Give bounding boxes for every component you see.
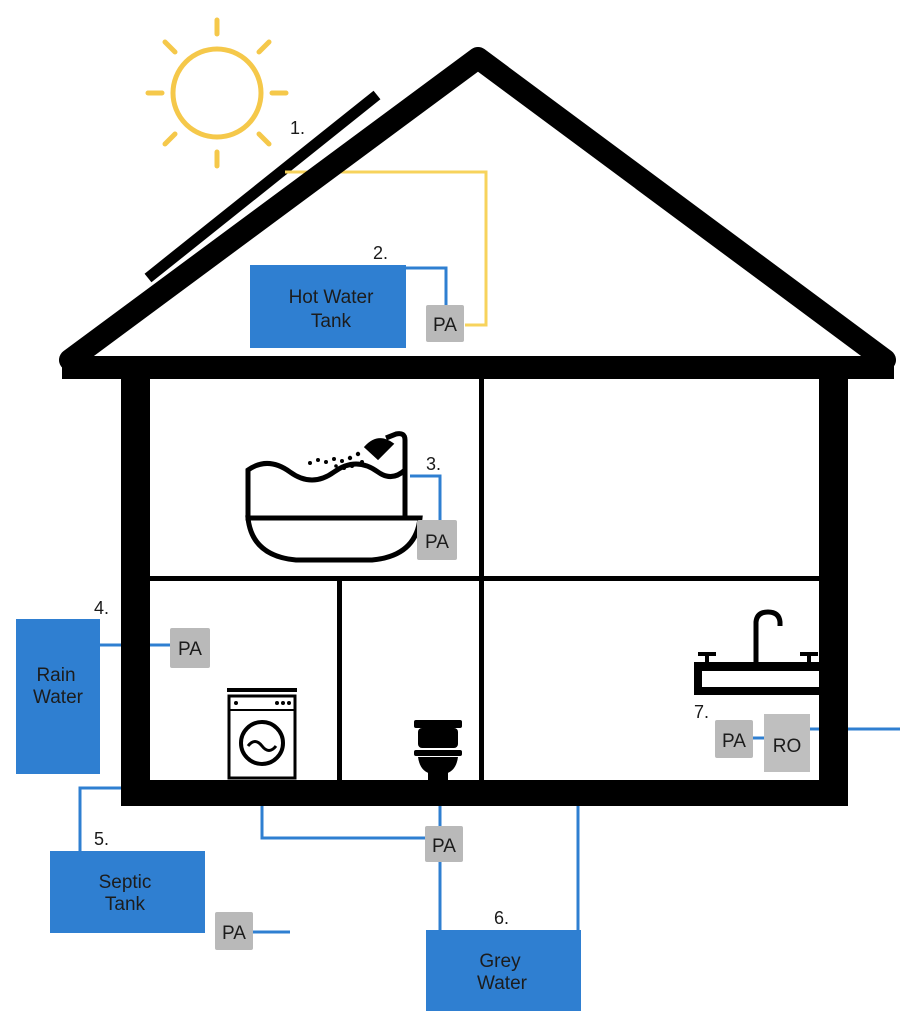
solar-panel-icon (144, 90, 381, 283)
solar-feed-line (285, 170, 488, 327)
rain-water-tank: Rain Water (16, 619, 100, 774)
sink-icon (694, 609, 820, 695)
pa-box-rain-water: PA (170, 628, 210, 668)
rain-water-tank-label-2: Water (33, 687, 84, 708)
pa-box-septic: PA (215, 912, 253, 950)
pa-box-sink: PA (715, 720, 753, 758)
hot-water-tank-label-1: Hot Water (289, 287, 374, 308)
marker-5: 5. (94, 829, 109, 849)
marker-2: 2. (373, 243, 388, 263)
pa-label: PA (432, 836, 456, 857)
grey-water-tank-label-1: Grey (479, 951, 521, 972)
pa-label: PA (178, 639, 202, 660)
pa-label: PA (722, 731, 746, 752)
pa-box-grey-water: PA (425, 826, 463, 862)
marker-3: 3. (426, 454, 441, 474)
bathtub-icon (245, 431, 423, 563)
pa-box-hot-water: PA (426, 305, 464, 342)
sun-icon (145, 17, 289, 169)
pa-label: PA (222, 923, 246, 944)
house-outline (59, 47, 896, 806)
grey-water-tank: Grey Water (426, 930, 581, 1011)
pa-label: PA (433, 315, 457, 336)
septic-tank: Septic Tank (50, 851, 205, 933)
hot-water-tank: Hot Water Tank (250, 265, 406, 348)
ro-label: RO (773, 736, 802, 757)
pa-box-bathtub: PA (417, 520, 457, 560)
marker-4: 4. (94, 598, 109, 618)
hot-water-tank-label-2: Tank (311, 311, 352, 332)
toilet-icon (414, 720, 462, 782)
rain-water-tank-label-1: Rain (36, 665, 75, 686)
pa-label: PA (425, 532, 449, 553)
septic-tank-label-2: Tank (105, 894, 146, 915)
grey-water-tank-label-2: Water (477, 973, 528, 994)
marker-7: 7. (694, 702, 709, 722)
marker-1: 1. (290, 118, 305, 138)
ro-box: RO (764, 714, 810, 772)
washing-machine-icon (227, 688, 297, 780)
septic-tank-label-1: Septic (99, 872, 152, 893)
marker-6: 6. (494, 908, 509, 928)
pipes (78, 266, 900, 934)
